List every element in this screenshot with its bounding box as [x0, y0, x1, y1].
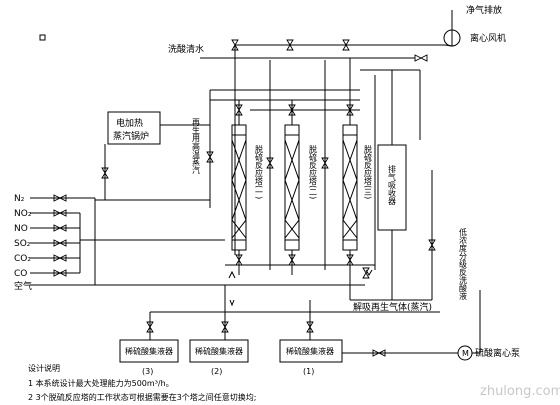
acid-tank-1-label: 稀硫酸集液器 [286, 346, 334, 356]
tower-1-label: 脱硫反应塔(一) [255, 144, 264, 199]
tower-2 [284, 100, 300, 275]
tower-2-label: 脱硫反应塔(二) [309, 144, 318, 199]
acid-tank-3 [119, 339, 179, 363]
marker-square [39, 34, 46, 41]
gas-n2-label: N₂ [14, 194, 25, 204]
acid-pump-label: 硫酸离心泵 [475, 347, 520, 359]
air-label: 空气 [14, 280, 32, 292]
notes-line-1: 1 本系统设计最大处理能力为500m³/h。 [28, 379, 174, 388]
gas-so2-label: SO₂ [14, 239, 31, 249]
acid-tank-2 [189, 339, 249, 363]
wash-water-label: 洗酸清水 [168, 43, 204, 55]
notes-line-2: 2 3个脱硫反应塔的工作状态可根据需要在3个塔之间任意切换均; [28, 393, 257, 402]
flow-arrow [365, 269, 373, 276]
boiler-label-2: 蒸汽锅炉 [113, 130, 149, 142]
valves [53, 39, 436, 357]
acid-tank-2-label: 稀硫酸集液器 [195, 346, 243, 356]
gas-co2-label: CO₂ [14, 254, 31, 264]
electric-boiler-box [107, 111, 161, 145]
desorb-gas-label: 解吸再生气体(蒸汽) [353, 301, 432, 313]
low-conc-acid-label: 低浓度分级反洗酸液 [459, 227, 468, 301]
tower-3-label: 脱硫反应塔(三) [364, 144, 373, 199]
acid-tank-3-num: (3) [142, 367, 153, 376]
pump-m-label: M [462, 349, 469, 358]
regen-steam-label: 再生用高温蒸汽 [192, 118, 201, 174]
exhaust-absorber-label: 排气吸收器 [388, 164, 397, 206]
gas-inlet-manifold [30, 197, 225, 286]
gas-no2-label: NO₂ [14, 209, 32, 219]
notes-title: 设计说明 [28, 364, 60, 373]
centrifugal-fan-label: 离心风机 [470, 32, 506, 44]
tower-3 [342, 58, 358, 300]
watermark: zhulong.com [480, 384, 560, 399]
acid-tank-3-label: 稀硫酸集液器 [125, 346, 173, 356]
boiler-label-1: 电加热 [116, 117, 143, 129]
acid-tank-1-num: (1) [303, 367, 314, 376]
gas-co-label: CO [14, 269, 27, 279]
acid-tank-1 [279, 339, 343, 363]
tower-1 [231, 100, 247, 275]
gas-no-label: NO [14, 224, 28, 234]
acid-tank-2-num: (2) [211, 367, 222, 376]
clean-air-discharge-label: 净气排放 [466, 4, 502, 16]
